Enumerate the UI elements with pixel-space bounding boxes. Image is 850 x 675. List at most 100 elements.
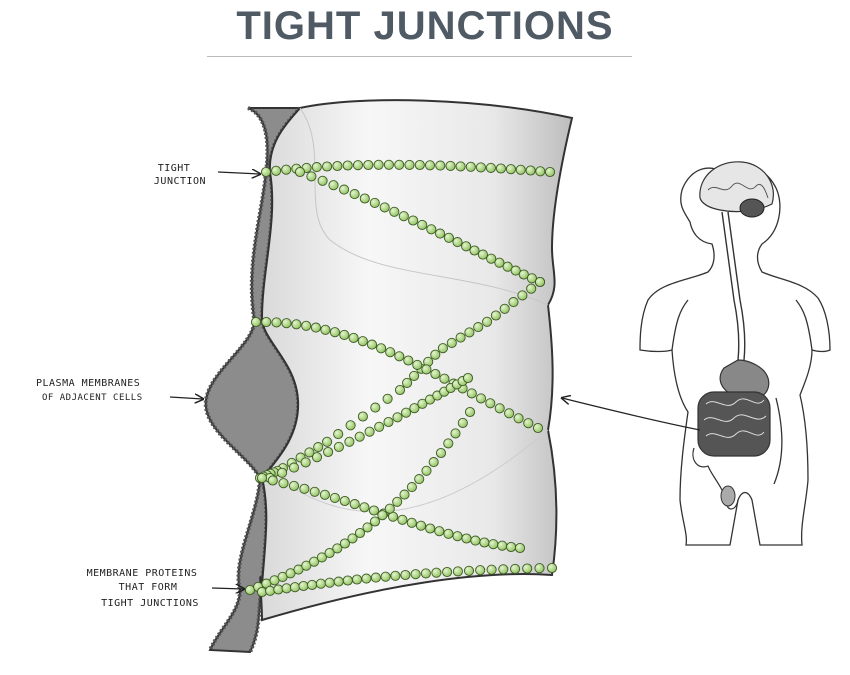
protein-bead: [450, 428, 461, 439]
protein-bead: [517, 290, 528, 301]
diagram-title: TIGHT JUNCTIONS: [236, 4, 614, 48]
protein-bead: [534, 563, 545, 574]
protein-bead: [385, 347, 396, 358]
protein-bead: [409, 370, 420, 381]
protein-bead: [294, 166, 306, 178]
protein-bead: [475, 162, 486, 173]
title-divider: [207, 56, 632, 57]
protein-bead: [309, 556, 320, 567]
protein-bead: [445, 160, 456, 171]
protein-bead: [383, 416, 394, 428]
protein-bead: [506, 541, 517, 553]
protein-bead: [401, 407, 412, 418]
protein-bead: [261, 316, 272, 328]
protein-bead: [446, 337, 457, 348]
protein-bead: [359, 193, 370, 204]
protein-bead: [383, 159, 394, 170]
protein-bead: [377, 510, 388, 521]
protein-bead: [339, 184, 350, 195]
protein-bead: [406, 482, 417, 493]
protein-bead: [508, 297, 519, 308]
protein-strand: [264, 372, 474, 484]
protein-bead: [415, 520, 427, 531]
label-tight-junction: TIGHT JUNCTION: [154, 163, 206, 187]
protein-bead: [464, 327, 475, 338]
protein-bead: [298, 580, 309, 592]
protein-bead: [398, 211, 409, 222]
protein-bead: [288, 462, 300, 473]
protein-bead: [443, 438, 454, 449]
protein-bead: [344, 436, 355, 447]
protein-bead: [477, 249, 488, 260]
protein-bead: [332, 543, 343, 554]
protein-bead: [349, 499, 360, 510]
protein-bead: [379, 202, 390, 213]
protein-bead: [465, 161, 476, 172]
digestive-tract-icon: [692, 211, 783, 510]
label-tight-junction-line1: TIGHT: [158, 163, 191, 174]
protein-bead: [394, 351, 405, 362]
protein-bead: [271, 165, 282, 176]
protein-bead: [414, 159, 425, 171]
protein-bead: [300, 457, 311, 468]
protein-bead: [443, 528, 454, 539]
protein-bead: [439, 373, 450, 384]
protein-bead: [364, 426, 375, 437]
protein-bead: [370, 402, 381, 413]
protein-bead: [390, 570, 401, 581]
protein-bead: [281, 164, 292, 175]
protein-bead: [452, 566, 463, 577]
protein-bead: [522, 563, 533, 574]
protein-bead: [362, 522, 373, 533]
protein-bead: [434, 526, 445, 537]
protein-bead: [322, 436, 333, 447]
protein-bead: [470, 535, 481, 546]
label-membrane-proteins-line3: TIGHT JUNCTIONS: [101, 598, 199, 609]
protein-bead: [485, 398, 496, 409]
brain-icon: [699, 161, 774, 218]
protein-bead: [311, 162, 322, 173]
protein-bead: [323, 446, 334, 458]
protein-bead: [420, 568, 431, 579]
protein-bead: [347, 533, 358, 544]
protein-bead: [369, 197, 380, 208]
protein-bead: [475, 565, 486, 576]
protein-bead: [435, 228, 446, 239]
protein-bead: [289, 582, 301, 593]
protein-bead: [486, 253, 497, 264]
protein-bead: [352, 160, 364, 171]
protein-bead: [421, 364, 432, 375]
protein-bead: [546, 562, 558, 574]
protein-bead: [417, 398, 428, 409]
protein-bead: [504, 408, 515, 419]
protein-bead: [414, 474, 425, 485]
protein-bead: [409, 403, 420, 414]
protein-bead: [329, 492, 340, 503]
junction-protein-strands: [244, 159, 558, 598]
protein-bead: [461, 533, 472, 544]
label-plasma-membranes: PLASMA MEMBRANES OF ADJACENT CELLS: [36, 378, 142, 403]
protein-bead: [368, 505, 380, 516]
protein-bead: [361, 573, 372, 584]
protein-bead: [256, 472, 268, 484]
protein-bead: [281, 583, 292, 594]
protein-bead: [348, 332, 359, 343]
protein-bead: [535, 166, 546, 177]
protein-bead: [462, 372, 474, 384]
protein-bead: [499, 303, 510, 314]
protein-bead: [442, 566, 453, 578]
protein-bead: [332, 160, 343, 172]
protein-bead: [329, 327, 340, 338]
protein-bead: [389, 206, 400, 217]
protein-bead: [320, 324, 331, 335]
human-body-outline: [639, 167, 831, 546]
protein-bead: [473, 322, 484, 333]
protein-bead: [526, 273, 537, 284]
protein-bead: [310, 322, 321, 333]
protein-bead: [304, 447, 315, 458]
protein-bead: [369, 516, 381, 527]
protein-bead: [486, 564, 497, 575]
membrane-proteins-arrow: [211, 588, 244, 589]
protein-bead: [431, 567, 442, 578]
